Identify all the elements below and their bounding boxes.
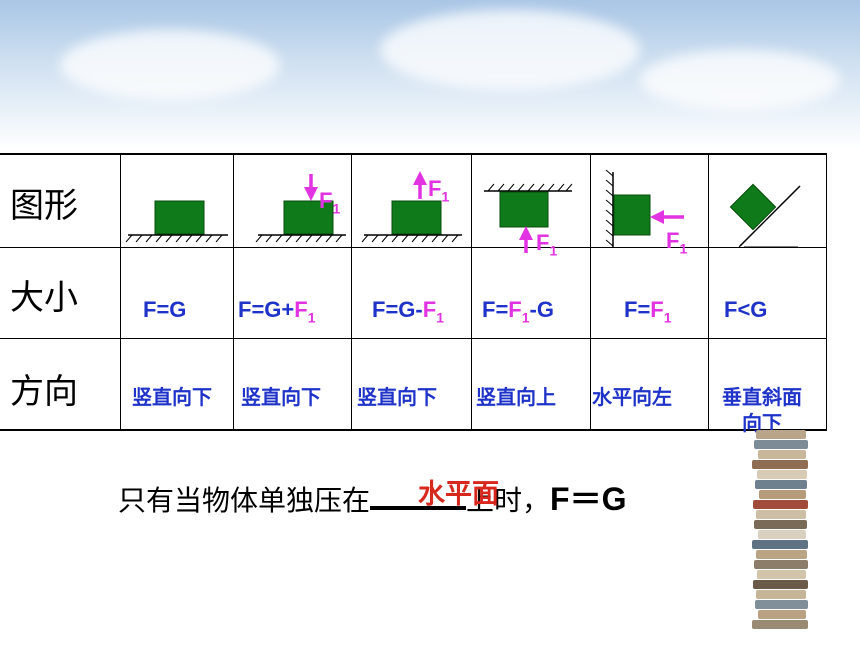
cloud — [380, 10, 640, 90]
size-cell-1: F=G — [143, 297, 187, 322]
table-divider — [120, 153, 121, 431]
answer-blank — [370, 480, 467, 510]
book — [752, 620, 808, 629]
cloud — [640, 50, 840, 110]
table-divider — [233, 153, 234, 431]
book — [752, 460, 808, 469]
diagram-block-pulled-up — [361, 171, 462, 243]
answer-text: 水平面 — [418, 479, 499, 510]
book — [756, 430, 806, 439]
table-divider — [0, 247, 827, 248]
table-divider — [471, 153, 472, 431]
book — [755, 600, 808, 609]
book — [754, 440, 808, 449]
force-label: F1 — [536, 230, 558, 259]
direction-cell-6: 垂直斜面 向下 — [712, 384, 812, 436]
direction-cell-6-line1: 垂直斜面 — [722, 385, 802, 409]
book — [758, 530, 806, 539]
row-header-size: 大小 — [10, 278, 78, 318]
table-divider — [351, 153, 352, 431]
size-cell-3: F=G-F1 — [372, 297, 444, 326]
table-divider — [708, 153, 709, 431]
book — [758, 450, 806, 459]
book — [753, 580, 808, 589]
direction-cell-4: 竖直向上 — [476, 385, 556, 409]
table-divider — [826, 153, 827, 431]
book — [755, 480, 807, 489]
direction-cell-5: 水平向左 — [592, 385, 672, 409]
force-label: F1 — [428, 176, 450, 205]
book — [757, 570, 806, 579]
size-cell-4: F=F1-G — [482, 297, 554, 326]
force-diagrams — [125, 169, 801, 253]
book — [756, 510, 806, 519]
cloud — [60, 30, 280, 100]
conclusion-sentence: 只有当物体单独压在 上时，F＝G — [118, 474, 626, 520]
book — [753, 500, 808, 509]
force-label: F1 — [319, 188, 341, 217]
book — [757, 470, 807, 479]
diagram-block-on-incline — [729, 183, 801, 248]
diagram-block-against-wall — [605, 169, 684, 248]
conclusion-formula: F＝G — [550, 481, 627, 517]
book-stack-image — [752, 430, 810, 640]
table-divider — [590, 153, 591, 431]
size-cell-5: F=F1 — [624, 297, 672, 326]
row-header-direction: 方向 — [10, 372, 78, 412]
book — [754, 560, 808, 569]
book — [756, 590, 806, 599]
diagram-block-against-ceiling — [484, 183, 573, 253]
direction-cell-2: 竖直向下 — [241, 385, 321, 409]
conclusion-prefix: 只有当物体单独压在 — [118, 484, 371, 517]
book — [756, 550, 807, 559]
book — [759, 490, 806, 499]
size-cell-2: F=G+F1 — [238, 297, 316, 326]
direction-cell-1: 竖直向下 — [132, 385, 212, 409]
book — [752, 540, 808, 549]
book — [754, 520, 807, 529]
conclusion-suffix: 上时， — [466, 484, 551, 517]
row-header-shape: 图形 — [10, 186, 78, 226]
force-label: F1 — [666, 228, 688, 257]
diagram-block-on-floor — [125, 200, 228, 243]
property-table — [0, 153, 827, 431]
diagram-block-pressed-down — [255, 174, 346, 243]
table-divider — [0, 338, 827, 339]
book — [758, 610, 806, 619]
size-cell-6: F<G — [724, 297, 768, 322]
direction-cell-3: 竖直向下 — [357, 385, 437, 409]
